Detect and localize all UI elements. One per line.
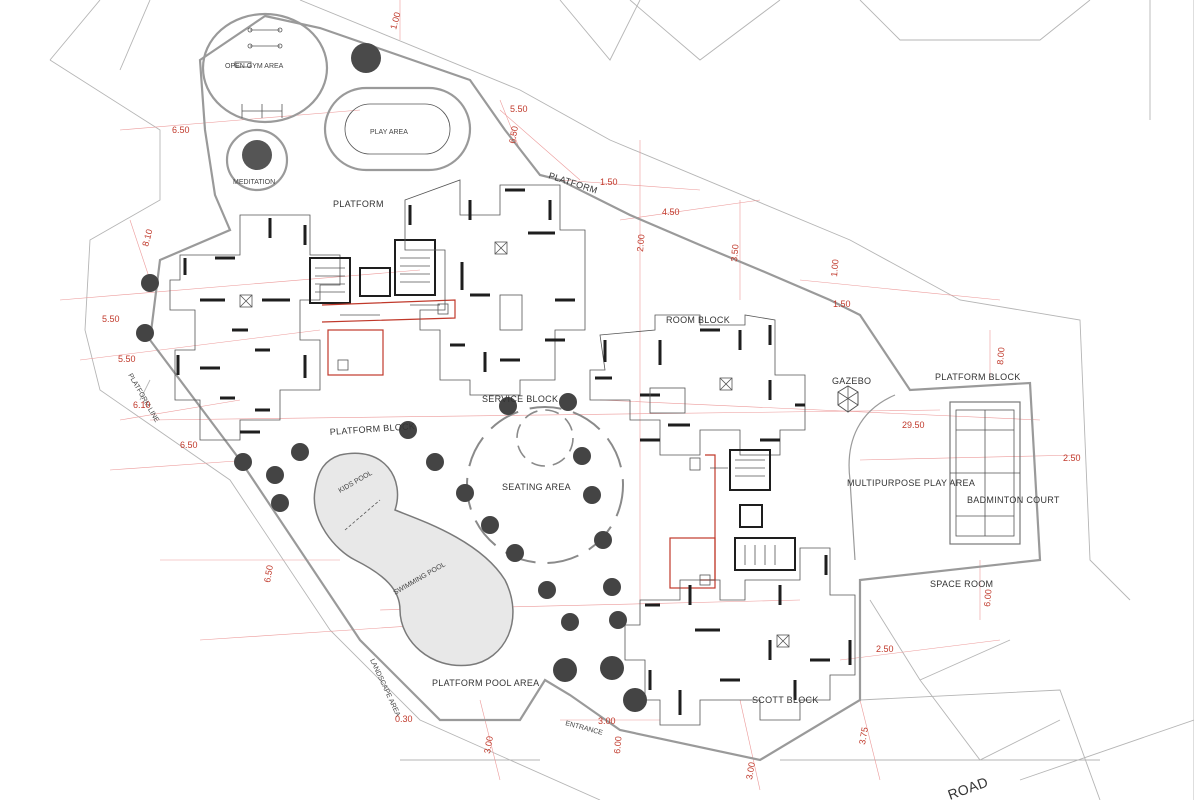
building-block-b: [404, 179, 586, 396]
svg-text:2.00: 2.00: [635, 234, 646, 252]
platform-right-label: PLATFORM BLOCK: [935, 372, 1021, 382]
badminton-label: BADMINTON COURT: [967, 495, 1060, 505]
gazebo-label: GAZEBO: [832, 376, 871, 386]
block-b-label: SERVICE BLOCK: [482, 394, 558, 404]
service-core-right: [669, 449, 796, 589]
trees: [136, 274, 647, 712]
svg-text:8.00: 8.00: [995, 347, 1006, 365]
seating-area-label: SEATING AREA: [502, 482, 571, 492]
site-boundary: [148, 14, 1042, 762]
play-area-edge: [848, 394, 896, 561]
svg-text:1.00: 1.00: [388, 11, 402, 31]
svg-text:8.10: 8.10: [140, 228, 154, 248]
meditation-label: MEDITATION: [233, 179, 275, 186]
pool-area-label: PLATFORM POOL AREA: [432, 678, 539, 688]
service-core-left: [309, 239, 456, 376]
block-c-label: ROOM BLOCK: [666, 315, 730, 325]
svg-text:6.50: 6.50: [262, 564, 275, 583]
road-label: ROAD: [946, 774, 991, 800]
svg-text:3.00: 3.00: [598, 716, 616, 726]
svg-text:29.50: 29.50: [902, 420, 925, 430]
svg-text:4.50: 4.50: [662, 207, 680, 217]
building-block-d: [624, 547, 856, 726]
svg-text:6.50: 6.50: [507, 125, 520, 144]
play-area-label: PLAY AREA: [370, 129, 408, 136]
space-room-label: SPACE ROOM: [930, 579, 993, 589]
svg-text:3.00: 3.00: [482, 735, 495, 754]
svg-text:6.10: 6.10: [133, 400, 151, 410]
svg-text:6.00: 6.00: [982, 589, 993, 607]
dimension-labels: 1.00 6.50 5.50 6.50 1.50 4.50 2.00 3.50 …: [102, 11, 1081, 780]
svg-text:6.50: 6.50: [172, 125, 190, 135]
svg-text:1.50: 1.50: [600, 177, 618, 187]
svg-text:1.50: 1.50: [833, 299, 851, 309]
multipurpose-label: MULTIPURPOSE PLAY AREA: [847, 478, 975, 488]
play-area-track: PLAY AREA: [323, 86, 472, 172]
svg-text:1.00: 1.00: [829, 259, 840, 277]
landscape-label: LANDSCAPE AREA: [368, 658, 401, 718]
open-gym-circle: OPEN GYM AREA: [201, 12, 329, 124]
svg-text:5.50: 5.50: [102, 314, 120, 324]
platform-top-label: PLATFORM: [333, 199, 384, 209]
svg-text:3.75: 3.75: [857, 726, 870, 745]
svg-text:2.50: 2.50: [876, 644, 894, 654]
tree-icon: [351, 43, 381, 73]
building-block-a: [169, 214, 341, 441]
site-context-lines: [49, 0, 1194, 800]
gazebo: GAZEBO: [832, 376, 871, 413]
svg-text:6.00: 6.00: [612, 736, 623, 754]
building-block-c: [589, 314, 806, 456]
open-gym-label: OPEN GYM AREA: [225, 63, 284, 70]
meditation-circle: MEDITATION: [225, 128, 289, 192]
svg-text:2.50: 2.50: [1063, 453, 1081, 463]
svg-text:3.50: 3.50: [729, 244, 740, 262]
tree-icon: [242, 140, 272, 170]
svg-text:3.00: 3.00: [744, 761, 757, 780]
svg-text:5.50: 5.50: [510, 104, 528, 114]
swimming-pool: KIDS POOL SWIMMING POOL: [313, 452, 514, 667]
badminton-court: BADMINTON COURT: [949, 401, 1060, 545]
svg-text:5.50: 5.50: [118, 354, 136, 364]
svg-text:6.50: 6.50: [180, 440, 198, 450]
block-e-label: SCOTT BLOCK: [752, 695, 819, 705]
svg-text:0.30: 0.30: [395, 714, 413, 724]
